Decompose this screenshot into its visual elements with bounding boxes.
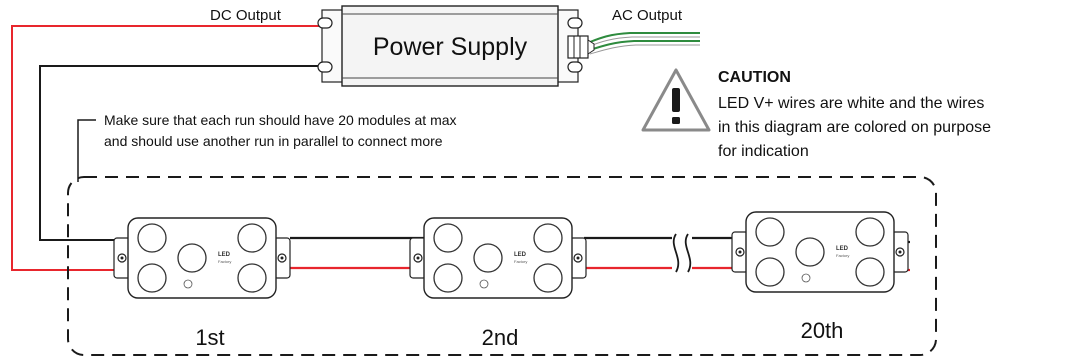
led-lens bbox=[533, 223, 563, 253]
break-mark-left bbox=[672, 233, 680, 273]
led-lens bbox=[237, 223, 267, 253]
led-lens bbox=[433, 223, 463, 253]
note-callout: Make sure that each run should have 20 m… bbox=[77, 112, 457, 182]
ac-output-cable bbox=[589, 32, 700, 55]
red-dc-wire bbox=[11, 25, 332, 271]
led-lens bbox=[855, 257, 885, 287]
caution-title: CAUTION bbox=[718, 69, 791, 86]
module-logo: LED bbox=[514, 252, 527, 258]
led-lens bbox=[237, 263, 267, 293]
module-label: 2nd bbox=[482, 325, 519, 350]
led-lens bbox=[177, 243, 207, 273]
caution-line-1: LED V+ wires are white and the wires bbox=[718, 95, 984, 112]
led-lens bbox=[755, 257, 785, 287]
note-line-2: and should use another run in parallel t… bbox=[104, 133, 443, 149]
module-logo-sub: Factory bbox=[514, 259, 527, 264]
power-supply: Power Supply bbox=[317, 5, 595, 87]
led-lens bbox=[473, 243, 503, 273]
module-logo: LED bbox=[218, 252, 231, 258]
ac-output-label: AC Output bbox=[612, 7, 683, 24]
module-logo-sub: Factory bbox=[836, 253, 849, 258]
power-supply-label: Power Supply bbox=[373, 33, 528, 61]
note-line-1: Make sure that each run should have 20 m… bbox=[104, 112, 457, 128]
led-lens bbox=[137, 223, 167, 253]
break-mark-right bbox=[684, 233, 692, 273]
black-dc-wire bbox=[39, 65, 332, 241]
run-boundary bbox=[67, 176, 937, 356]
led-lens bbox=[137, 263, 167, 293]
caution-block: CAUTION LED V+ wires are white and the w… bbox=[641, 68, 991, 160]
dc-output-label: DC Output bbox=[210, 7, 282, 24]
caution-line-3: for indication bbox=[718, 143, 809, 160]
led-lens bbox=[755, 217, 785, 247]
led-lens bbox=[795, 237, 825, 267]
ul-mark-icon bbox=[479, 279, 489, 289]
module-label: 20th bbox=[801, 318, 844, 343]
led-lens bbox=[433, 263, 463, 293]
ul-mark-icon bbox=[801, 273, 811, 283]
ul-mark-icon bbox=[183, 279, 193, 289]
caution-line-2: in this diagram are colored on purpose bbox=[718, 119, 991, 136]
led-lens bbox=[855, 217, 885, 247]
module-logo-sub: Factory bbox=[218, 259, 231, 264]
module-label: 1st bbox=[195, 325, 224, 350]
module-logo: LED bbox=[836, 246, 849, 252]
led-lens bbox=[533, 263, 563, 293]
